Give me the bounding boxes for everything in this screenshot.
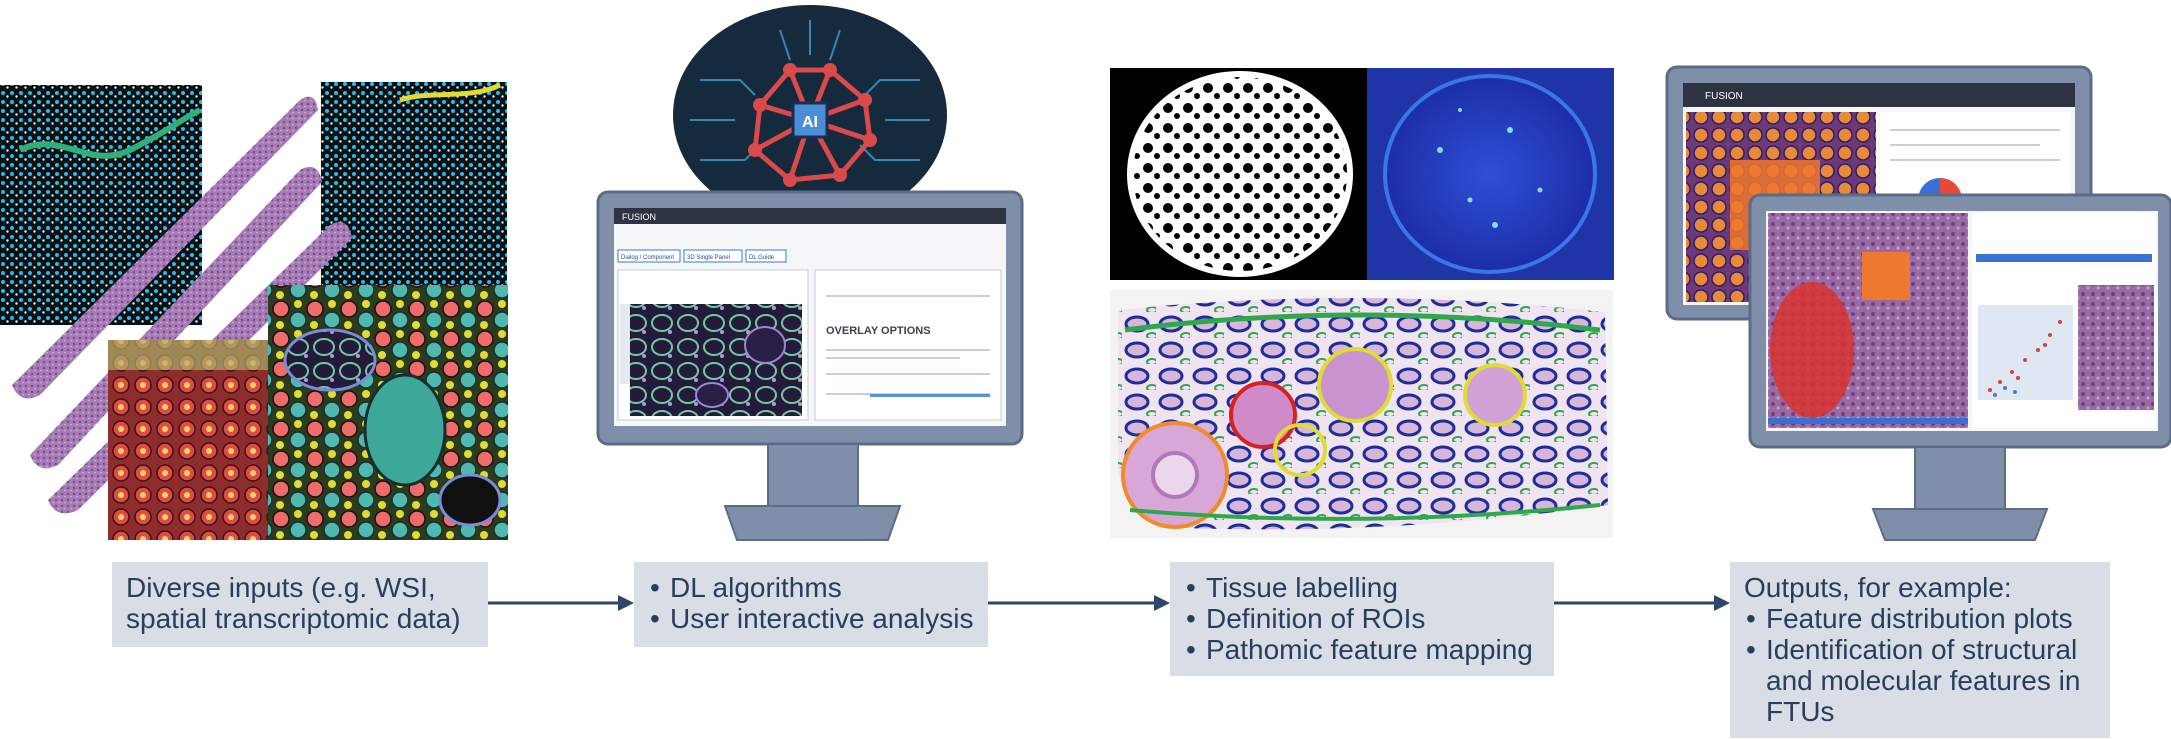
outputs-box: Outputs, for example: Feature distributi… xyxy=(1730,562,2110,738)
inputs-text: Diverse inputs (e.g. WSI, spatial transc… xyxy=(126,572,474,634)
front-monitor-stand xyxy=(1915,447,2005,509)
roi-orange xyxy=(1862,252,1910,300)
algorithms-item: DL algorithms xyxy=(648,572,974,603)
tissue-labelling-images xyxy=(1110,68,1614,538)
app-brand: FUSION xyxy=(622,212,656,222)
inputs-box: Diverse inputs (e.g. WSI, spatial transc… xyxy=(112,562,488,647)
svg-text:3D Single Panel: 3D Single Panel xyxy=(687,255,730,261)
front-monitor-base xyxy=(1873,509,2047,540)
monitor-1: FUSION Dialog / Component 3D Single Pane… xyxy=(598,192,1022,540)
feature-distribution-plot xyxy=(1978,305,2073,400)
app-header xyxy=(614,208,1006,224)
monitor-base xyxy=(725,506,900,540)
options-panel xyxy=(815,270,1001,420)
ftu-thumbnail xyxy=(2078,285,2154,410)
monitor-2-front xyxy=(1750,195,2171,540)
input-images-collage xyxy=(0,82,508,540)
roi-red xyxy=(1770,282,1854,418)
algorithms-item: User interactive analysis xyxy=(648,603,974,634)
overlay-options-title: OVERLAY OPTIONS xyxy=(826,325,931,337)
svg-text:Dialog / Component: Dialog / Component xyxy=(621,255,674,261)
labelling-box: Tissue labelling Definition of ROIs Path… xyxy=(1170,562,1554,676)
spatial-transcriptomics-image-1 xyxy=(0,85,202,325)
viewer-toolbar[interactable] xyxy=(620,304,630,384)
outputs-heading: Outputs, for example: xyxy=(1744,572,2096,603)
chip-label: AI xyxy=(802,114,818,131)
back-monitor-brand: FUSION xyxy=(1705,91,1743,102)
monitor-stand xyxy=(768,444,858,506)
labelling-item: Tissue labelling xyxy=(1184,572,1540,603)
outputs-item: Identification of structural and molecul… xyxy=(1744,634,2096,727)
opacity-slider[interactable] xyxy=(870,394,990,397)
labelling-item: Pathomic feature mapping xyxy=(1184,634,1540,665)
labelling-item: Definition of ROIs xyxy=(1184,603,1540,634)
algorithms-box: DL algorithms User interactive analysis xyxy=(634,562,988,647)
svg-text:DL Guide: DL Guide xyxy=(749,255,775,261)
outputs-item: Feature distribution plots xyxy=(1744,603,2096,634)
